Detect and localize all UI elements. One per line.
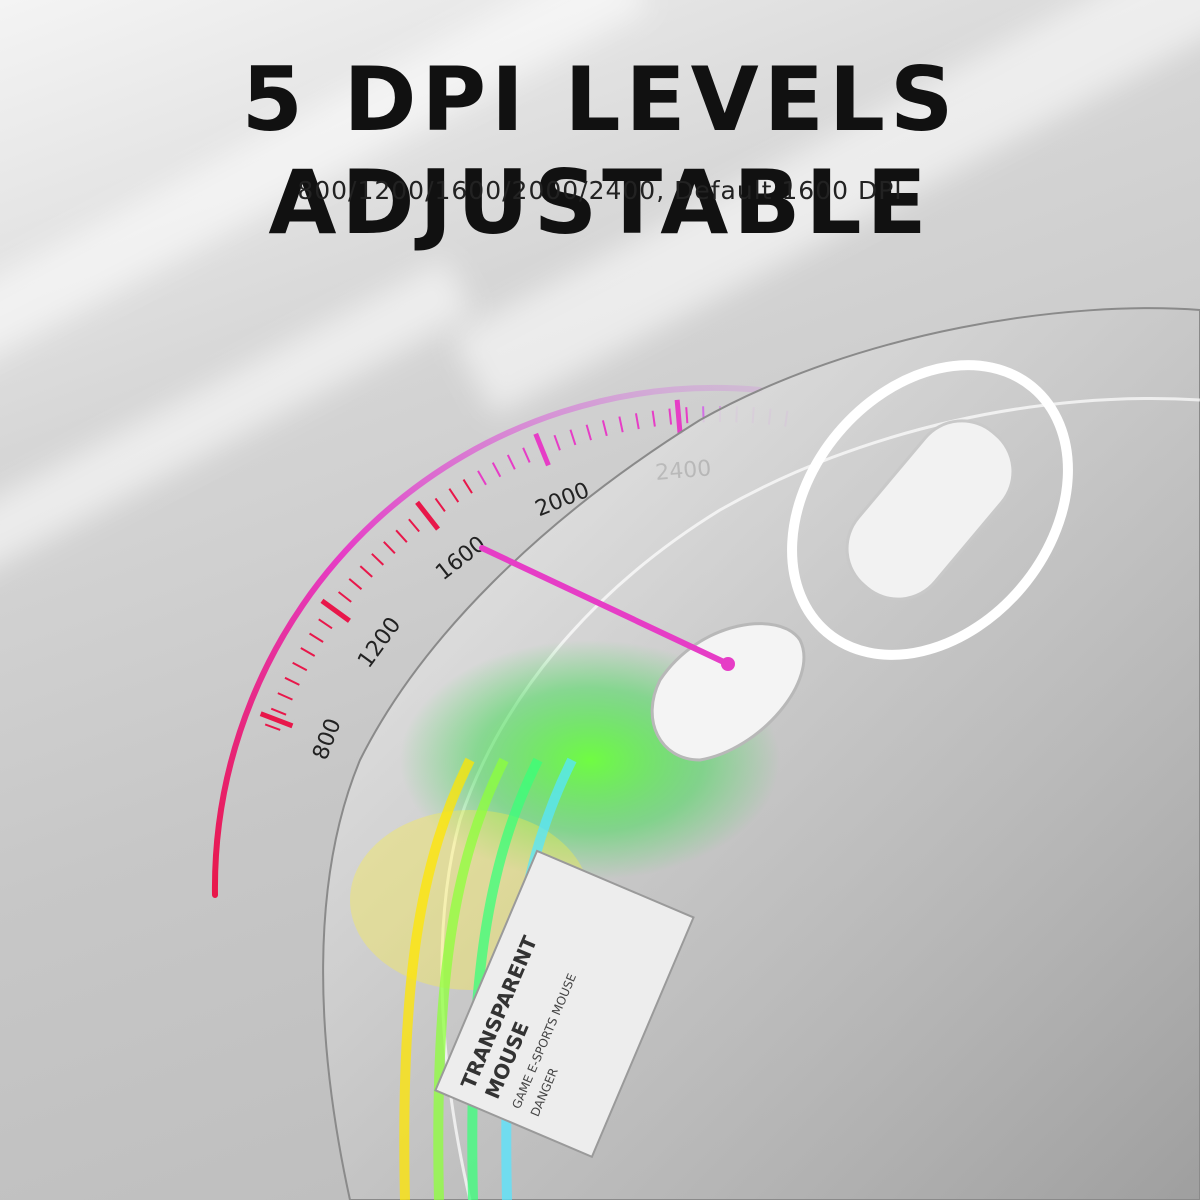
gauge-minor-tick	[383, 541, 396, 555]
gauge-minor-tick	[585, 424, 592, 441]
gauge-minor-tick	[477, 470, 487, 486]
gauge-minor-tick	[371, 553, 385, 566]
led-strip	[399, 757, 475, 1200]
gauge-minor-tick	[264, 723, 281, 731]
gauge-minor-tick	[618, 416, 624, 433]
page-title: 5 DPI LEVELS ADJUSTABLE	[241, 48, 959, 254]
gauge-minor-tick	[522, 447, 531, 463]
gauge-pointer-tip	[721, 657, 735, 671]
gauge-minor-tick	[506, 454, 516, 470]
gauge-major-ticks	[259, 399, 683, 729]
gauge-minor-tick	[569, 429, 577, 446]
gauge-minor-tick	[491, 462, 502, 478]
scroll-wheel-socket	[787, 360, 1073, 660]
gauge-pointer	[479, 545, 731, 667]
gauge-minor-tick	[292, 661, 308, 672]
gauge-major-tick	[320, 598, 351, 623]
gauge-major-tick	[259, 711, 294, 729]
led-strip	[433, 757, 509, 1200]
gauge-minor-tick	[668, 408, 673, 425]
gauge-minor-tick	[270, 707, 287, 716]
gauge-minor-tick	[309, 632, 324, 643]
scroll-wheel	[845, 419, 1015, 601]
product-label-sticker: TRANSPARENT MOUSE GAME E-SPORTS MOUSE DA…	[434, 849, 695, 1159]
gauge-minor-tick	[634, 413, 640, 430]
gauge-minor-tick	[601, 420, 608, 437]
gauge-minor-tick	[395, 529, 408, 543]
gauge-minor-tick	[434, 497, 446, 512]
gauge-minor-tick	[685, 407, 689, 424]
gauge-minor-tick	[408, 518, 420, 533]
gauge-major-tick	[415, 500, 440, 531]
gauge-minor-tick	[337, 591, 352, 603]
gauge-arc	[211, 385, 763, 898]
gauge-minor-tick	[553, 434, 561, 451]
gauge-minor-tick	[448, 488, 460, 503]
gauge-minor-tick	[318, 618, 333, 630]
gauge-minor-tick	[300, 647, 316, 657]
gauge-minor-tick	[277, 692, 293, 701]
gauge-minor-tick	[348, 578, 363, 590]
gauge-minor-tick	[284, 676, 300, 686]
gauge-major-tick	[533, 432, 551, 467]
dpi-values-subtitle: 800/1200/1600/2000/2400, Default 1600 DP…	[297, 176, 903, 205]
gauge-major-tick	[674, 399, 683, 434]
gauge-minor-tick	[359, 565, 373, 578]
dpi-button	[650, 622, 806, 762]
led-strip	[467, 757, 543, 1200]
gauge-minor-tick	[462, 479, 473, 494]
gauge-minor-tick	[651, 410, 656, 427]
